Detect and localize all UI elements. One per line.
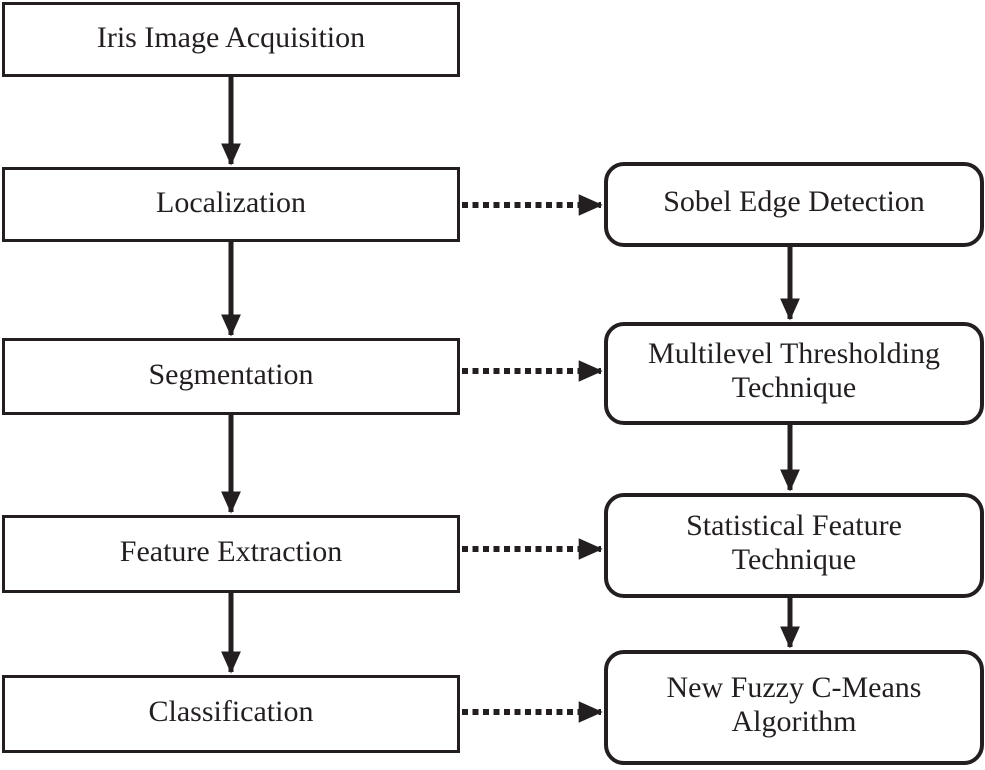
technique-box-label: New Fuzzy C-Means Algorithm [666,670,922,738]
technique-box-statistical-feature: Statistical Feature Technique [604,493,984,598]
process-box-classification: Classification [2,675,460,753]
process-box-segmentation: Segmentation [2,338,460,415]
process-box-feature-extraction: Feature Extraction [2,515,460,593]
process-box-label: Iris Image Acquisition [96,20,366,54]
technique-box-sobel-edge-detection: Sobel Edge Detection [604,162,984,247]
process-box-label: Classification [148,695,314,729]
technique-box-label: Multilevel Thresholding Technique [648,336,940,404]
technique-box-label: Statistical Feature Technique [686,508,902,576]
technique-box-new-fuzzy-c-means: New Fuzzy C-Means Algorithm [604,650,984,765]
process-box-localization: Localization [2,167,460,242]
process-box-label: Feature Extraction [119,535,343,569]
process-box-iris-image-acquisition: Iris Image Acquisition [2,2,460,77]
process-box-label: Segmentation [148,357,314,391]
process-box-label: Localization [156,185,306,219]
technique-box-multilevel-thresholding: Multilevel Thresholding Technique [604,322,984,425]
technique-box-label: Sobel Edge Detection [663,184,925,218]
